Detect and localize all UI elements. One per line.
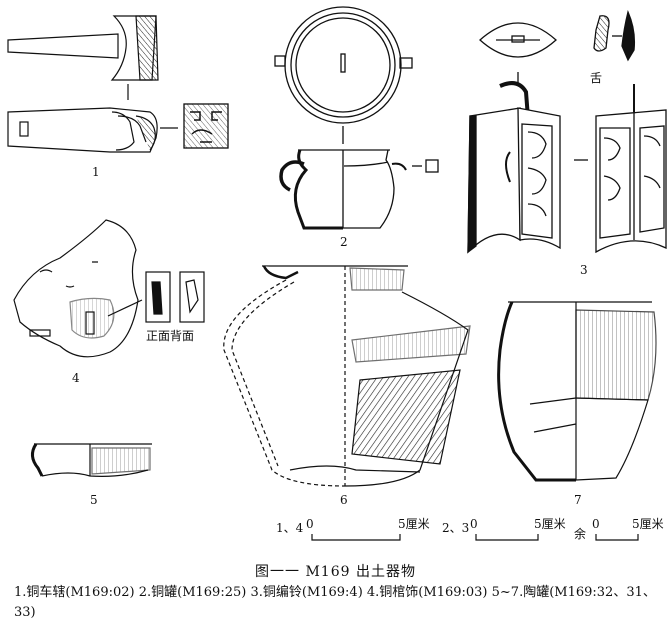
scale-end: 5厘米 [534, 517, 566, 531]
label-item-4: 4 [72, 371, 80, 385]
scale-bar-1-4: 1、4 0 5厘米 [276, 517, 430, 541]
item-2-bronze-jar [274, 6, 439, 230]
scale-prefix: 2、3 [442, 521, 469, 535]
item-7-pottery-jar [497, 301, 657, 482]
label-item-3: 3 [580, 263, 588, 277]
label-item-1: 1 [92, 165, 100, 179]
scale-end: 5厘米 [632, 517, 664, 531]
scale-prefix: 1、4 [276, 521, 304, 535]
label-item-7: 7 [574, 493, 582, 507]
scale-start: 0 [592, 517, 600, 531]
scale-end: 5厘米 [398, 517, 430, 531]
scale-bar-2-3: 2、3 0 5厘米 [442, 517, 566, 541]
scale-start: 0 [470, 517, 478, 531]
figure-title: 图一一 M169 出土器物 [255, 564, 416, 580]
figure-caption: 1.铜车辖(M169:02) 2.铜罐(M169:25) 3.铜编铃(M169:… [14, 585, 656, 620]
scale-prefix: 余 [574, 526, 586, 541]
label-front-back: 正面背面 [146, 329, 194, 343]
scale-start: 0 [306, 517, 314, 531]
scale-bar-rest: 余 0 5厘米 [574, 517, 664, 541]
item-3-bronze-bell [467, 10, 667, 254]
label-item-5: 5 [90, 493, 98, 507]
label-item-6: 6 [340, 493, 348, 507]
label-tongue: 舌 [590, 71, 602, 85]
item-1-linchpin [7, 15, 229, 153]
item-5-pottery-jar [31, 443, 152, 477]
item-4-coffin-ornament [13, 219, 205, 358]
label-item-2: 2 [340, 235, 348, 249]
item-6-pottery-jar [223, 265, 471, 487]
